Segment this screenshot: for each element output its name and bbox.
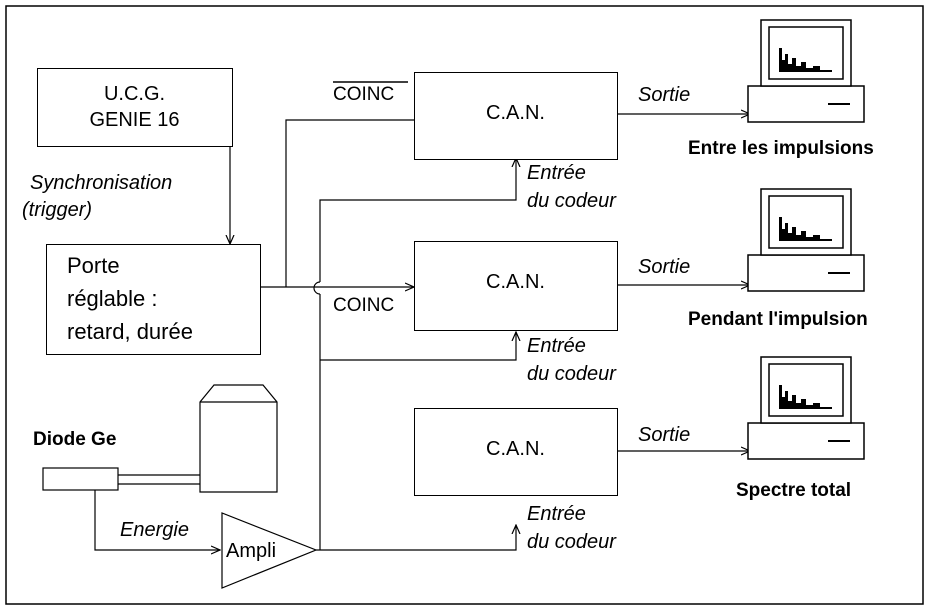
porte-line1: Porte [67, 253, 120, 278]
output-label-3: Spectre total [736, 480, 852, 501]
sortie-label-3: Sortie [638, 424, 691, 446]
porte-line2: réglable : [67, 286, 158, 311]
entree-label-2-line1: Entrée [527, 335, 586, 357]
entree-label-3-line1: Entrée [527, 503, 586, 525]
porte-line3: retard, durée [67, 319, 193, 344]
ucg-line1: U.C.G. [103, 83, 166, 105]
computer-icon [747, 19, 865, 123]
can1-encoder-wire [319, 158, 516, 282]
sortie-label-2: Sortie [638, 256, 691, 278]
dewar-tank [199, 384, 278, 493]
ampli-label: Ampli [226, 540, 277, 562]
entree-label-1-line2: du codeur [527, 190, 616, 212]
sync-label-line1: Synchronisation [30, 172, 173, 194]
entree-label-2-line2: du codeur [527, 363, 616, 385]
coinc-bar-label: COINC [333, 84, 395, 105]
wire-crossing-hop [313, 281, 321, 295]
outer-frame [5, 5, 924, 605]
coinc-bar-wire [285, 119, 414, 287]
can2-encoder-wire [320, 332, 516, 361]
can-label: C.A.N. [486, 438, 545, 460]
computer-icon [747, 356, 865, 460]
coinc-label: COINC [333, 295, 395, 316]
sortie-label-1: Sortie [638, 84, 691, 106]
energie-wire [94, 490, 220, 550]
can-box-1: C.A.N. [414, 72, 618, 160]
entree-label-3-line2: du codeur [527, 531, 616, 553]
entree-label-1-line1: Entrée [527, 162, 586, 184]
output-label-2: Pendant l'impulsion [688, 309, 868, 330]
energie-label: Energie [120, 519, 189, 541]
can-box-2: C.A.N. [414, 241, 618, 331]
ampli-triangle [221, 512, 318, 589]
can-label: C.A.N. [486, 102, 545, 124]
porte-box: Porte réglable : retard, durée [46, 244, 261, 355]
output-label-1: Entre les impulsions [688, 138, 874, 159]
ampli-output-wire [316, 525, 516, 551]
can-label: C.A.N. [486, 271, 545, 293]
diode-detector [42, 467, 119, 491]
computer-icon [747, 188, 865, 292]
ucg-line2: GENIE 16 [89, 109, 180, 131]
sync-label-line2: (trigger) [22, 199, 93, 221]
ucg-box: U.C.G. GENIE 16 [37, 68, 233, 147]
diode-label: Diode Ge [33, 429, 117, 450]
can-box-3: C.A.N. [414, 408, 618, 496]
